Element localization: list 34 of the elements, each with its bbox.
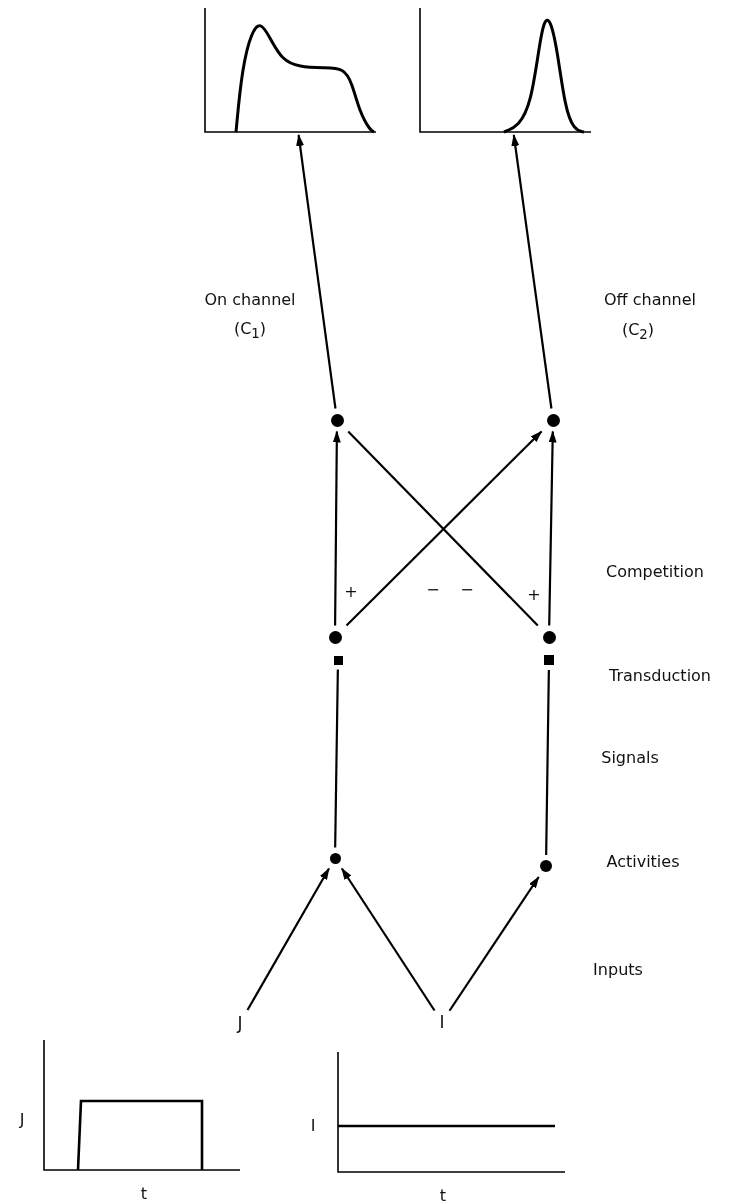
sign-label: + <box>526 587 542 603</box>
arrow <box>296 134 337 409</box>
response-graph <box>204 8 376 134</box>
node-dot <box>330 413 344 427</box>
stage-label: Signals <box>601 750 659 766</box>
stage-label: Competition <box>606 564 704 580</box>
node-dot <box>542 630 556 644</box>
channel-label: Off channel <box>604 292 696 308</box>
input-label: J <box>237 1014 243 1032</box>
node-square <box>544 655 554 665</box>
axis-label: t <box>439 1188 447 1204</box>
stage-label: Inputs <box>593 962 643 978</box>
axis-label: I <box>310 1118 316 1134</box>
stage-label: Activities <box>606 854 680 870</box>
axis-label: t <box>140 1186 148 1202</box>
node-dot <box>540 860 552 872</box>
arrow <box>332 430 341 626</box>
sign-label: + <box>343 584 359 600</box>
node-dot <box>328 630 342 644</box>
stage-label: Transduction <box>609 668 711 684</box>
node-dot <box>546 413 560 427</box>
arrow <box>246 867 330 1011</box>
channel-label: On channel <box>204 292 296 308</box>
input-label: I <box>439 1013 445 1031</box>
arrow <box>340 867 436 1012</box>
channel-label: (C$_{1}$) <box>233 321 267 341</box>
arrow <box>548 430 557 626</box>
node-square <box>333 655 343 665</box>
axis-label: J <box>19 1112 25 1128</box>
node-dot <box>329 852 341 864</box>
arrow <box>448 876 540 1012</box>
response-graph <box>419 8 591 134</box>
arrow <box>511 134 553 409</box>
channel-label: (C$_{2}$) <box>621 322 655 342</box>
